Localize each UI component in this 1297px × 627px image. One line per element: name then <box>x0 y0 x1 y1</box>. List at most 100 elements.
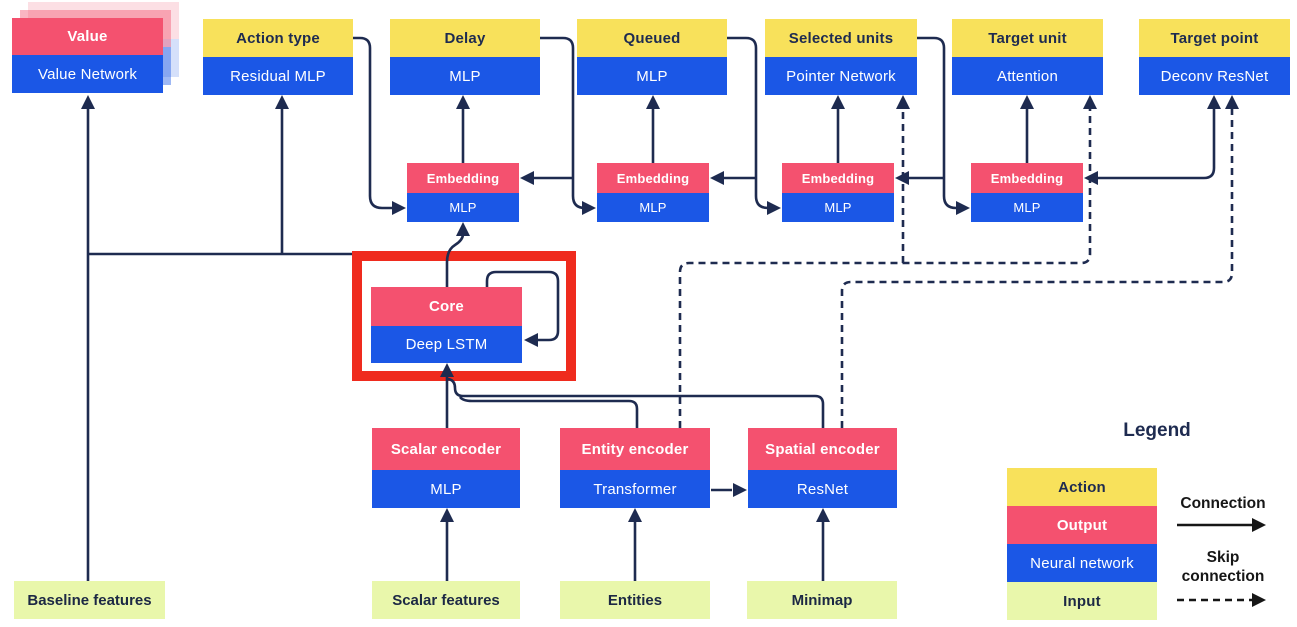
legend-swatch-action-label: Action <box>1058 478 1106 496</box>
selected-units-top-part: Selected units <box>765 19 917 57</box>
arrowhead <box>456 95 470 109</box>
embedding-2-bottom-part: MLP <box>597 193 709 222</box>
embedding-4-top-label: Embedding <box>990 170 1064 186</box>
input-entities-label: Entities <box>607 591 663 609</box>
value-bottom-label: Value Network <box>37 65 138 83</box>
legend-swatch-output-label: Output <box>1056 516 1108 534</box>
arrowhead <box>1083 95 1097 109</box>
highlight-box-core <box>352 251 576 381</box>
embedding-4-bottom-part: MLP <box>971 193 1083 222</box>
entity-encoder-bottom-label: Transformer <box>593 480 677 498</box>
target-point-top-part: Target point <box>1139 19 1290 57</box>
arrowhead <box>1084 171 1098 185</box>
embedding-1-top-label: Embedding <box>426 170 500 186</box>
legend-connection-label: Connection <box>1180 495 1266 512</box>
connection-line <box>458 396 639 428</box>
embedding-3-top-label: Embedding <box>801 170 875 186</box>
embedding-2-bottom-label: MLP <box>639 200 667 215</box>
queued-top-part: Queued <box>577 19 727 57</box>
value-top-part: Value <box>12 18 163 55</box>
connection-line <box>917 36 957 210</box>
arrowhead <box>81 95 95 109</box>
delay-bottom-label: MLP <box>449 67 481 85</box>
target-point-bottom-part: Deconv ResNet <box>1139 57 1290 95</box>
arrowhead <box>767 201 781 215</box>
selected-units-bottom-label: Pointer Network <box>786 67 896 85</box>
queued-top-label: Queued <box>623 29 681 47</box>
delay-top-label: Delay <box>444 29 486 47</box>
target-point-top-label: Target point <box>1170 29 1259 47</box>
entity-encoder-top-part: Entity encoder <box>560 428 710 470</box>
arrowhead <box>582 201 596 215</box>
queued-bottom-part: MLP <box>577 57 727 95</box>
delay-bottom-part: MLP <box>390 57 540 95</box>
target-unit-bottom-label: Attention <box>996 67 1058 85</box>
spatial-encoder-bottom-label: ResNet <box>796 480 849 498</box>
input-scalar-features: Scalar features <box>372 581 520 619</box>
action-type-bottom-part: Residual MLP <box>203 57 353 95</box>
skip-connections <box>678 95 1239 428</box>
arrowhead <box>646 95 660 109</box>
embedding-1-top-part: Embedding <box>407 163 519 193</box>
arrowhead <box>392 201 406 215</box>
legend-swatch-neural-label: Neural network <box>1030 554 1134 572</box>
core-top-label: Core <box>429 298 464 315</box>
embedding-4-bottom-label: MLP <box>1013 200 1041 215</box>
arrowhead <box>1252 518 1266 532</box>
embedding-2-top-part: Embedding <box>597 163 709 193</box>
arrowhead <box>896 95 910 109</box>
arrowhead <box>1225 95 1239 109</box>
value-bottom-part: Value Network <box>12 55 163 93</box>
input-scalar-features-label: Scalar features <box>392 591 500 609</box>
selected-units-top-label: Selected units <box>788 29 894 47</box>
legend-swatch-neural: Neural network <box>1007 544 1157 582</box>
target-unit-bottom-part: Attention <box>952 57 1103 95</box>
action-type-top-label: Action type <box>236 29 320 47</box>
scalar-encoder-top-part: Scalar encoder <box>372 428 520 470</box>
arrowhead <box>520 171 534 185</box>
arrowhead <box>733 483 747 497</box>
selected-units-bottom-part: Pointer Network <box>765 57 917 95</box>
target-unit-top-label: Target unit <box>988 29 1067 47</box>
legend-swatch-action: Action <box>1007 468 1157 506</box>
spatial-encoder-bottom-part: ResNet <box>748 470 897 508</box>
input-baseline-features: Baseline features <box>14 581 165 619</box>
connection-line <box>447 377 825 428</box>
connection-line <box>353 36 392 210</box>
embedding-4-top-part: Embedding <box>971 163 1083 193</box>
arrowhead <box>1252 593 1266 607</box>
input-minimap-label: Minimap <box>791 591 853 609</box>
arrowhead <box>816 508 830 522</box>
target-unit-top-part: Target unit <box>952 19 1103 57</box>
legend-skip-connection-label: Skip connection <box>1181 549 1265 585</box>
queued-bottom-label: MLP <box>636 67 668 85</box>
scalar-encoder-top-label: Scalar encoder <box>390 440 502 458</box>
scalar-encoder-bottom-part: MLP <box>372 470 520 508</box>
entity-encoder-top-label: Entity encoder <box>581 440 689 458</box>
embedding-1-bottom-part: MLP <box>407 193 519 222</box>
arrowhead <box>628 508 642 522</box>
